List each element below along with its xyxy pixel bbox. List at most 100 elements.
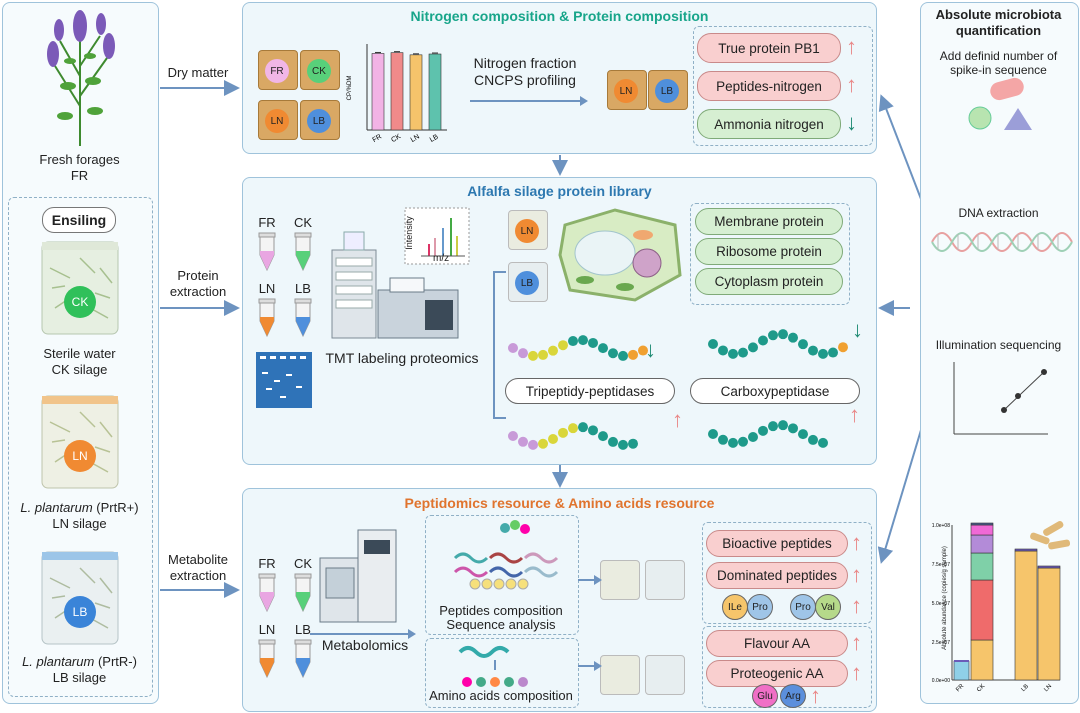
cell-pill-1: Ribosome protein bbox=[695, 238, 843, 265]
panel1-pill-arrow-down: ↓ bbox=[846, 110, 857, 135]
chart-bar-ck bbox=[390, 52, 404, 131]
panel1-bag-fr: FR bbox=[258, 50, 298, 90]
panel3-results-b bbox=[702, 626, 872, 708]
panel3-tube-lb bbox=[294, 639, 312, 679]
right-chart-ytick: 0.0e+00 bbox=[932, 678, 950, 684]
amino-acids-icon bbox=[458, 646, 528, 687]
panel1-pill-arrow-up: ↑ bbox=[846, 72, 857, 97]
spectrum-xlabel: m/z bbox=[433, 253, 450, 264]
panel1-bag-ck: CK bbox=[300, 50, 340, 90]
aa-pill-0: Flavour AA bbox=[706, 630, 848, 657]
aa-badge-glu: Glu bbox=[752, 684, 778, 708]
aa-badge-arg: Arg bbox=[780, 684, 806, 708]
right-title-1: Absolute microbiota bbox=[935, 7, 1062, 22]
chart-bar-ln bbox=[409, 54, 423, 131]
right-chart-ytick: 2.5e+07 bbox=[932, 640, 950, 646]
aa-box bbox=[425, 638, 579, 708]
chart-tick-label: FR bbox=[371, 133, 383, 144]
chart-tick-label: LN bbox=[410, 133, 421, 144]
panel2-bag-lb: LB bbox=[508, 262, 548, 302]
peptides-composition-icon bbox=[453, 520, 559, 590]
alfalfa-plant-icon bbox=[47, 10, 115, 146]
cell-pill-2: Cytoplasm protein bbox=[695, 268, 843, 295]
right-desc-1: Add definid number of bbox=[939, 49, 1058, 63]
metabolite-extraction-label-2: extraction bbox=[169, 568, 227, 583]
right-chart-ytick: 7.5e+07 bbox=[932, 562, 950, 568]
peptide-pill-up-arrow: ↑ bbox=[851, 530, 862, 555]
panel2-tube-fr bbox=[258, 232, 276, 272]
lb-desc-line1: L. plantarum (PrtR-) bbox=[22, 654, 137, 669]
panel2-tube-lb bbox=[294, 298, 312, 338]
chart-tick-label: LB bbox=[429, 133, 440, 144]
dna-helix-icon bbox=[931, 232, 1073, 252]
panel3-title: Peptidomics resource & Amino acids resou… bbox=[404, 495, 715, 511]
panel2-tube-label-lb: LB bbox=[295, 281, 311, 296]
panel3-arrow bbox=[310, 629, 416, 639]
carboxypeptidase-pill: Carboxypeptidase bbox=[690, 378, 860, 404]
panel2-bracket bbox=[493, 271, 506, 419]
panel1-pill-1: Peptides-nitrogen bbox=[697, 71, 841, 101]
dry-matter-label: Dry matter bbox=[167, 65, 229, 80]
aa-badge-pro: Pro bbox=[747, 594, 773, 620]
right-title-2: quantification bbox=[955, 23, 1042, 38]
aa-b-up-arrow: ↑ bbox=[810, 683, 821, 708]
aa-badge-ile: ILe bbox=[722, 594, 748, 620]
right-chart-xtick: LN bbox=[1043, 683, 1053, 693]
enzyme2-down-arrow: ↓ bbox=[852, 317, 863, 342]
peptide-chain-4 bbox=[708, 420, 828, 448]
panel3-results-a bbox=[702, 522, 872, 624]
enzyme1-up-arrow: ↑ bbox=[672, 407, 683, 432]
right-chart-xtick: FR bbox=[955, 683, 965, 693]
panel1-results-box bbox=[693, 26, 873, 146]
panel1-arrow bbox=[470, 96, 588, 106]
ck-bag-label: CK bbox=[64, 286, 96, 318]
fresh-forages-label: Fresh forages bbox=[39, 152, 120, 167]
right-chart-ytick: 5.0e+07 bbox=[932, 601, 950, 607]
panel3-bag-1 bbox=[600, 560, 640, 600]
panel1-bag-ln: LN bbox=[258, 100, 298, 140]
peptide-chain-2 bbox=[708, 329, 848, 359]
right-chart-xtick: CK bbox=[976, 683, 986, 693]
peptides-composition-label: Peptides composition bbox=[439, 603, 563, 618]
panel1-title: Nitrogen composition & Protein compositi… bbox=[410, 8, 709, 24]
panel1-result-bag-label: LB bbox=[655, 79, 679, 103]
panel1-result-bag-lb: LB bbox=[648, 70, 688, 110]
panel2-tube-label-ln: LN bbox=[258, 281, 276, 296]
panel2-title: Alfalfa silage protein library bbox=[467, 183, 652, 199]
panel1-pill-arrow-up: ↑ bbox=[846, 34, 857, 59]
ln-desc-line2: LN silage bbox=[52, 516, 107, 531]
panel3-tube-label-ln: LN bbox=[258, 622, 276, 637]
panel3-arrows bbox=[578, 575, 602, 671]
panel1-bag-label: LB bbox=[307, 109, 331, 133]
panel2-bag-ln: LN bbox=[508, 210, 548, 250]
peptide-chain-1 bbox=[508, 335, 648, 361]
dna-extraction-label: DNA extraction bbox=[958, 206, 1039, 220]
lc-ms-instrument bbox=[331, 231, 459, 339]
aa-badge-pro: Pro bbox=[790, 594, 816, 620]
panel3-tube-fr bbox=[258, 573, 276, 613]
peptide-pill-up-arrow: ↑ bbox=[851, 562, 862, 587]
panel1-result-bag-ln: LN bbox=[607, 70, 647, 110]
enzyme1-down-arrow: ↓ bbox=[645, 337, 656, 362]
panel1-bag-label: CK bbox=[307, 59, 331, 83]
panel3-tube-ck bbox=[294, 573, 312, 613]
aa-pill-up-arrow: ↑ bbox=[851, 660, 862, 685]
panel3-bag-3 bbox=[600, 655, 640, 695]
panel1-bag-label: FR bbox=[265, 59, 289, 83]
panel1-bag-lb: LB bbox=[300, 100, 340, 140]
plant-cell-icon bbox=[558, 208, 682, 302]
right-chart-ytick: 1.0e+08 bbox=[932, 523, 950, 529]
aa-pill-1: Proteogenic AA bbox=[706, 660, 848, 687]
aa-badge-val: Val bbox=[815, 594, 841, 620]
aa-pill-up-arrow: ↑ bbox=[851, 630, 862, 655]
standard-curve-icon bbox=[953, 362, 1048, 435]
tmt-label: TMT labeling proteomics bbox=[325, 350, 479, 366]
right-desc-2: spike-in sequence bbox=[950, 63, 1047, 77]
method-nitrogen-fraction: Nitrogen fraction bbox=[473, 55, 577, 71]
lb-bag-label: LB bbox=[64, 596, 96, 628]
protein-extraction-label-1: Protein bbox=[177, 268, 219, 283]
panel3-bag-2 bbox=[645, 560, 685, 600]
panel1-result-bag-label: LN bbox=[614, 79, 638, 103]
